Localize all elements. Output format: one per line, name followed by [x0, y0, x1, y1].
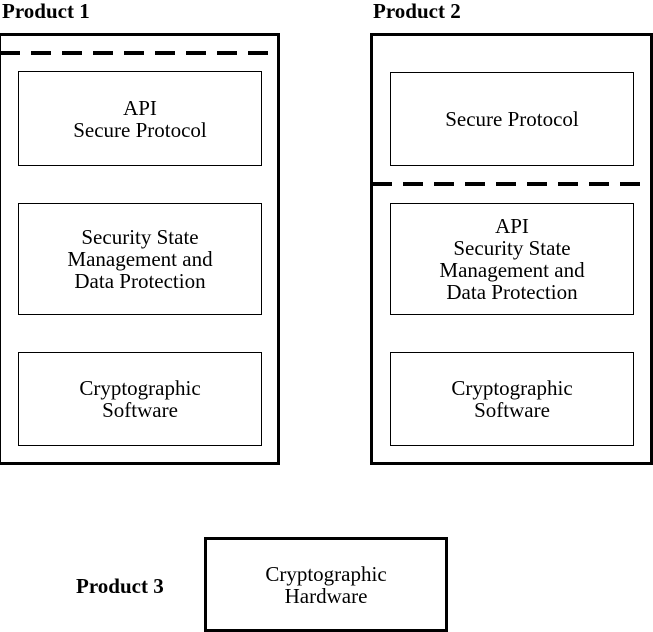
- box-line: Hardware: [284, 583, 368, 608]
- box-line: Secure Protocol: [73, 117, 207, 142]
- product-2-boundary-dashed-line: [372, 182, 653, 186]
- box-line: Software: [102, 398, 178, 422]
- box-line: Cryptographic: [265, 561, 387, 586]
- box-line: Management and: [439, 258, 585, 282]
- box-line: Cryptographic: [79, 376, 201, 400]
- product-1-boundary-dashed-line: [0, 51, 278, 55]
- box-line: Security State: [453, 236, 571, 260]
- product-1-security-state-box: Security State Management and Data Prote…: [18, 203, 262, 315]
- product-2-api-security-state-box: API Security State Management and Data P…: [390, 203, 634, 315]
- box-line: Secure Protocol: [445, 107, 579, 131]
- box-line: Software: [474, 398, 550, 422]
- box-line: API: [495, 214, 529, 238]
- product-1-cryptographic-software-box: Cryptographic Software: [18, 352, 262, 446]
- product-1-label: Product 1: [2, 0, 90, 23]
- product-2-secure-protocol-box: Secure Protocol: [390, 72, 634, 166]
- box-line: Cryptographic: [451, 376, 573, 400]
- box-line: Data Protection: [74, 269, 206, 293]
- box-line: Management and: [67, 247, 213, 271]
- box-line: Data Protection: [446, 280, 578, 304]
- product-2-label: Product 2: [373, 0, 461, 23]
- product-1-container: [0, 33, 280, 465]
- product-3-cryptographic-hardware-box: Cryptographic Hardware: [204, 537, 448, 632]
- product-2-cryptographic-software-box: Cryptographic Software: [390, 352, 634, 446]
- product-1-api-secure-protocol-box: API Secure Protocol: [18, 71, 262, 166]
- box-line: API: [123, 95, 157, 120]
- box-line: Security State: [81, 225, 199, 249]
- product-2-container: [370, 33, 653, 465]
- product-3-label: Product 3: [76, 574, 164, 598]
